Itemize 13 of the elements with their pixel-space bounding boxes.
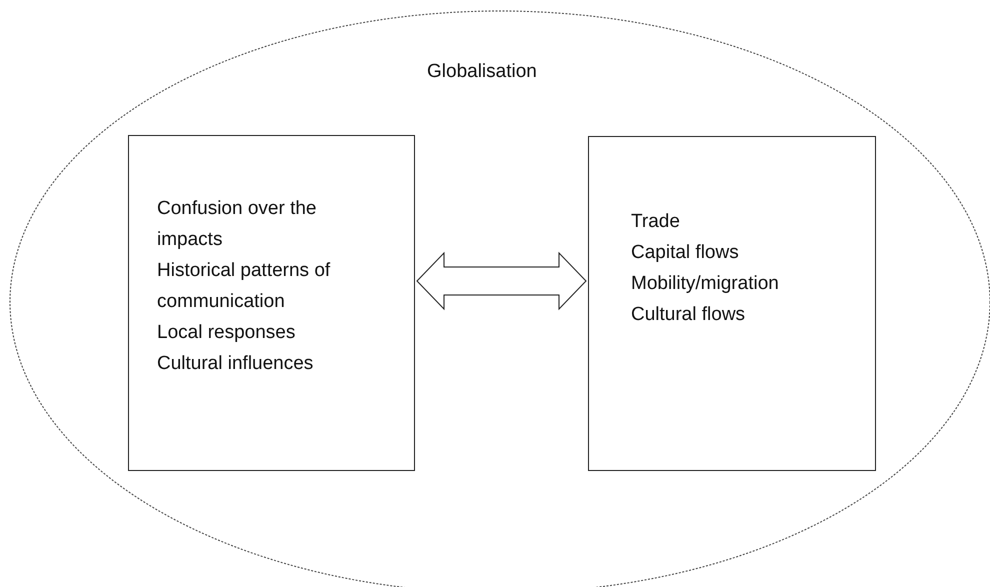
list-item: Historical patterns of communication	[157, 259, 332, 314]
list-box	[588, 136, 876, 471]
list-item: Local responses	[157, 321, 296, 345]
region-title: Globalisation	[427, 60, 537, 84]
list-item: Confusion over the impacts	[157, 197, 318, 252]
ellipse-region	[10, 11, 990, 587]
list-item: Trade	[631, 210, 680, 234]
list-box	[128, 135, 415, 471]
list-item: Cultural flows	[631, 303, 746, 327]
list-item: Capital flows	[631, 241, 739, 265]
list-item: Cultural influences	[157, 352, 314, 376]
list-item: Mobility/migration	[631, 272, 779, 296]
double-block-arrow	[416, 252, 587, 310]
